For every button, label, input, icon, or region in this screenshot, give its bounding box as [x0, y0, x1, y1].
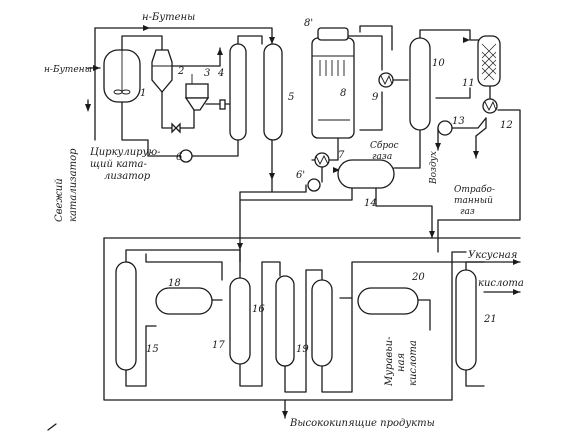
label-2: 2 [177, 66, 184, 77]
label-12: 12 [500, 120, 513, 131]
label-acetic-acid-2: кислота [478, 278, 524, 289]
label-13: 13 [452, 116, 465, 127]
small-vessel [219, 99, 226, 110]
cyclone-3 [184, 74, 210, 111]
label-1: 1 [140, 88, 146, 99]
label-20: 20 [411, 272, 425, 283]
label-17: 17 [212, 340, 225, 351]
label-19: 19 [296, 344, 309, 355]
label-6-prime: 6' [296, 170, 305, 181]
label-fresh-catalyst-2: катализатор [68, 148, 79, 222]
label-spent-gas-3: газ [460, 207, 475, 217]
label-18: 18 [168, 278, 181, 289]
label-7: 7 [338, 150, 345, 161]
label-9: 9 [372, 92, 379, 103]
heat-exchanger-12 [482, 98, 498, 114]
label-5: 5 [288, 92, 294, 103]
label-10: 10 [432, 58, 445, 69]
column-15 [115, 261, 137, 371]
column-21 [455, 269, 477, 371]
heat-exchanger-7 [314, 152, 330, 168]
label-4: 4 [217, 68, 224, 79]
flow-arrows [85, 25, 520, 418]
label-n-butenes-left: н-Бутены [44, 65, 92, 75]
label-formic-acid-2: ная [396, 353, 407, 372]
label-spent-gas-1: Отрабо- [454, 184, 495, 195]
compressor-13 [437, 120, 453, 136]
separator-2 [151, 49, 173, 94]
label-acetic-acid-1: Уксусная [468, 250, 517, 261]
stream-labels: н-Бутены н-Бутены Циркулирую- щий ката- … [44, 12, 524, 429]
column-19 [311, 279, 333, 367]
stray-mark [47, 423, 57, 431]
label-11: 11 [462, 78, 475, 89]
column-10 [409, 37, 431, 131]
label-gas-discharge-1: Сброс [370, 140, 399, 151]
label-air: Воздух [429, 151, 439, 185]
label-circ-catalyst-2: щий ката- [90, 159, 147, 170]
label-n-butenes-top: н-Бутены [142, 12, 195, 23]
label-14: 14 [364, 198, 377, 209]
label-6: 6 [176, 152, 183, 163]
reactor-1 [103, 40, 141, 103]
label-circ-catalyst-3: лизатор [104, 171, 151, 182]
label-21: 21 [483, 314, 497, 325]
label-high-boiling: Высококипящие продукты [289, 418, 435, 429]
column-5 [263, 43, 283, 141]
heat-exchanger-9 [378, 72, 394, 88]
label-gas-discharge-2: газа [372, 152, 392, 162]
label-fresh-catalyst-1: Свежий [54, 178, 65, 222]
column-17 [229, 277, 251, 365]
column-4 [229, 43, 247, 141]
drum-18 [155, 287, 213, 315]
label-formic-acid-1: Муравьи- [384, 336, 395, 387]
label-formic-acid-3: кислота [408, 340, 419, 386]
valve [171, 122, 181, 134]
drum-14 [337, 159, 395, 189]
pump-6-prime [307, 178, 321, 192]
reactor-8 [311, 27, 355, 139]
column-16 [275, 275, 295, 367]
equipment-numbers: 1 2 3 4 5 6 6' 7 8 8' 9 10 11 12 13 14 1… [140, 18, 513, 355]
packed-vessel-11 [477, 35, 501, 87]
label-8: 8 [340, 88, 346, 99]
pump-6 [179, 149, 193, 163]
label-circ-catalyst-1: Циркулирую- [90, 147, 161, 158]
piping [87, 25, 521, 419]
label-spent-gas-2: танный [454, 196, 493, 206]
label-3: 3 [204, 68, 210, 79]
drum-20 [357, 287, 419, 315]
label-16: 16 [252, 304, 265, 315]
label-8-prime: 8' [304, 18, 313, 29]
label-15: 15 [146, 344, 159, 355]
